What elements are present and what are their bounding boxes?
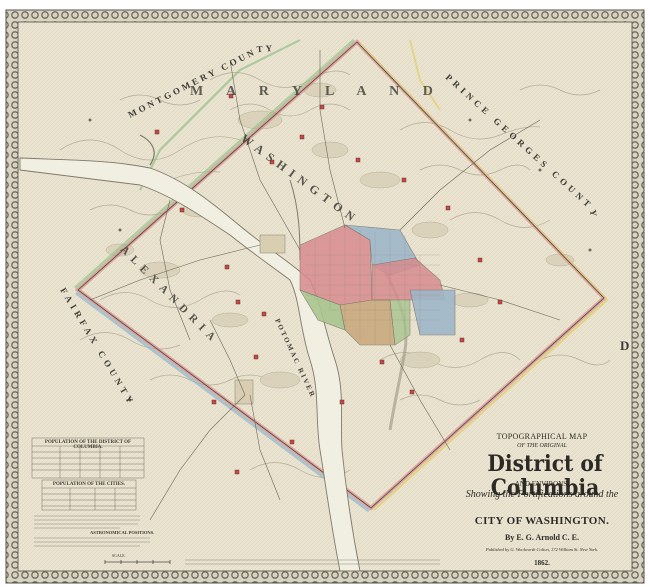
astronomical-positions-heading: ASTRONOMICAL POSITIONS. (90, 530, 155, 535)
title-city: CITY OF WASHINGTON. (474, 515, 610, 527)
potomac-river (19, 157, 361, 572)
forts (154, 93, 503, 475)
title-environs: AND ENVIRONS: (514, 480, 570, 488)
notes-text-lines (34, 515, 440, 565)
scale-label: SCALE. (112, 553, 126, 558)
map-title: District of Columbia (487, 451, 603, 501)
title-heading: TOPOGRAPHICAL MAP (496, 432, 588, 441)
scale-bar (104, 560, 171, 564)
title-subtitle: Showing the Fortifications around the (465, 489, 619, 500)
label-maryland: M A R Y L A N D (190, 84, 443, 99)
publication-year: 1862. (534, 559, 550, 567)
title-original: OF THE ORIGINAL (517, 443, 567, 449)
population-cities-heading: POPULATION OF THE CITIES. (52, 482, 126, 487)
publisher-credit: Published by G. Woolworth Colton, 172 Wi… (485, 547, 599, 552)
roads (89, 50, 561, 521)
author-credit: By E. G. Arnold C. E. (504, 533, 579, 542)
population-district-heading: POPULATION OF THE DISTRICT OF COLUMBIA. (44, 440, 132, 450)
edge-letter: D (620, 338, 630, 353)
population-table (31, 437, 145, 511)
